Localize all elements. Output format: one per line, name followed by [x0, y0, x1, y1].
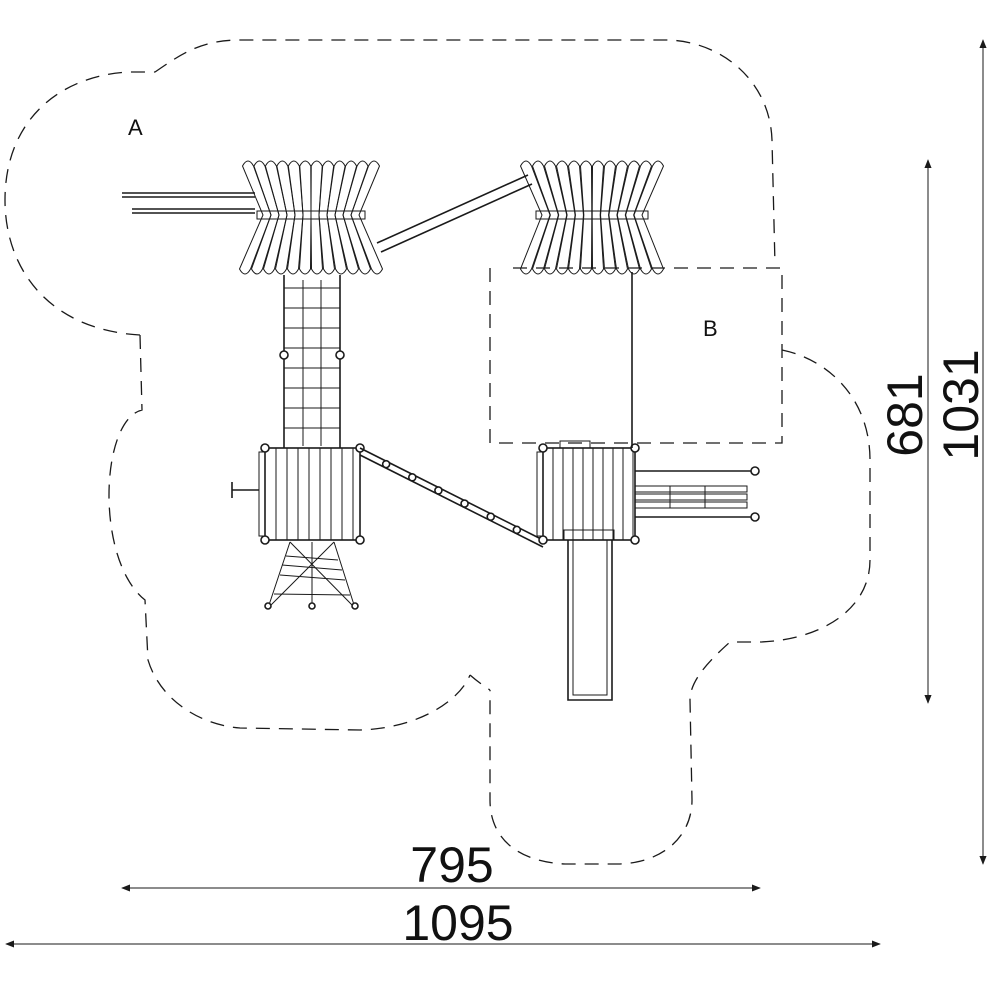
dimension-height-outer: 1031: [933, 39, 989, 865]
safety-zone-b-outline: [469, 349, 871, 865]
roof-plank: [274, 160, 296, 275]
bridge-rung: [407, 472, 417, 482]
roof-plank: [519, 160, 551, 275]
roof-plank: [555, 160, 576, 275]
right-roof: [519, 160, 665, 275]
left-tower-platform: [231, 443, 365, 545]
roof-plank: [334, 160, 360, 275]
dimension-width-inner-label: 795: [410, 837, 493, 893]
bridge-rung: [512, 525, 522, 535]
right-tower-platform: [536, 440, 640, 545]
roof-plank: [591, 160, 605, 275]
roof-band: [535, 210, 649, 220]
dimension-width-outer: 1095: [5, 895, 881, 951]
rope-bridge: [359, 447, 544, 548]
roof-plank: [326, 160, 348, 275]
dimension-height-inner: 681: [877, 159, 933, 704]
zone-label-b: B: [703, 316, 718, 341]
dimension-height-inner-label: 681: [877, 373, 933, 456]
slide: [563, 529, 615, 701]
safety-zone-b-rect: [489, 267, 783, 444]
roof-plank: [298, 160, 312, 275]
bridge-rung: [434, 486, 443, 495]
zone-label-a: A: [128, 115, 143, 140]
dimension-width-inner: 795: [121, 837, 761, 893]
dimension-width-outer-label: 1095: [402, 895, 513, 951]
roof-plank: [608, 160, 629, 275]
roof-plank: [567, 160, 584, 275]
roof-plank: [342, 160, 372, 275]
roof-connecting-bar: [376, 174, 533, 253]
roof-plank: [350, 160, 384, 275]
roof-plank: [310, 160, 324, 275]
roof-plank: [286, 160, 304, 275]
roof-plank: [318, 160, 336, 275]
roof-plank: [238, 160, 272, 275]
roof-plank: [625, 160, 653, 275]
roof-plank: [633, 160, 665, 275]
safety-zone-a: [4, 39, 776, 731]
right-side-bars: [634, 466, 760, 522]
dimension-height-outer-label: 1031: [933, 349, 989, 460]
roof-plank: [579, 160, 593, 275]
roof-plank: [531, 160, 559, 275]
left-roof: [238, 160, 384, 275]
roof-plank: [250, 160, 280, 275]
bridge-rung: [460, 499, 469, 508]
bridge-rung: [486, 512, 496, 522]
left-horizontal-bars: [122, 192, 255, 214]
bridge-rung: [381, 459, 391, 469]
roof-plank: [600, 160, 617, 275]
roof-plank: [616, 160, 641, 275]
rope-pyramid-net: [264, 541, 359, 610]
roof-plank: [543, 160, 568, 275]
climbing-ladder: [279, 275, 345, 448]
roof-band: [256, 210, 366, 220]
roof-plank: [262, 160, 288, 275]
